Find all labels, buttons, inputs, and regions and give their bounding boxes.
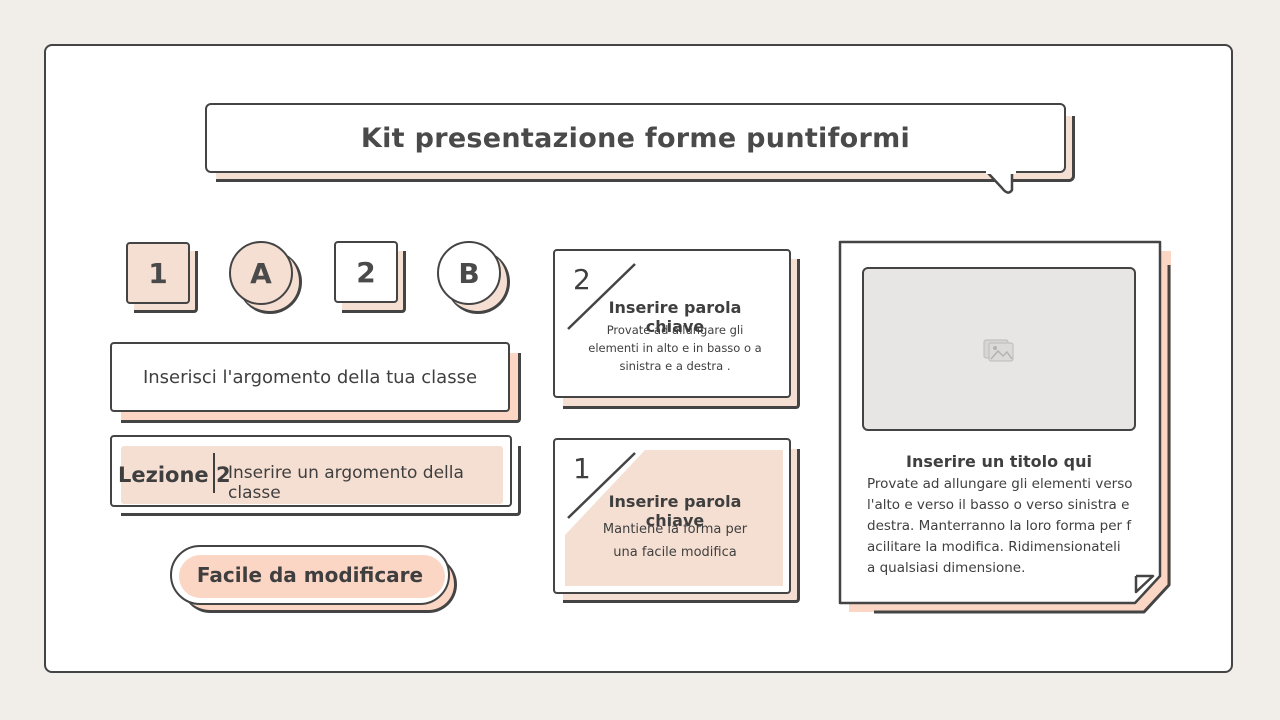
image-placeholder-icon: [983, 339, 1014, 362]
callout-tail: [986, 168, 1016, 194]
card-2-body: Provate ad allungare gli elementi in alt…: [588, 323, 762, 373]
easy-button-fill: [179, 555, 445, 598]
card-2-title: Inserire parola chiave: [608, 298, 742, 336]
lesson-label: Lezione 2: [118, 463, 231, 487]
easy-button-label: Facile da modificare: [196, 563, 424, 587]
badge-2[interactable]: 2: [334, 241, 398, 303]
title-shadow-outline: [216, 116, 1075, 182]
card-1[interactable]: 1 Inserire parola chiave Mantiene la for…: [553, 438, 791, 594]
easy-button[interactable]: Facile da modificare: [170, 545, 450, 605]
topic-field[interactable]: Inserisci l'argomento della tua classe: [110, 342, 510, 412]
lesson-field[interactable]: Lezione 2 Inserire un argomento della cl…: [110, 435, 512, 507]
badge-2-label: 2: [356, 255, 376, 289]
badge-a[interactable]: A: [229, 241, 293, 305]
picture-card-title: Inserire un titolo qui: [906, 452, 1092, 471]
page-title: Kit presentazione forme puntiformi: [360, 122, 911, 154]
badge-a-label: A: [250, 256, 272, 290]
card-1-fill: [565, 450, 783, 586]
title-callout[interactable]: Kit presentazione forme puntiformi: [205, 103, 1066, 173]
lesson-field-fill: [121, 446, 503, 504]
lesson-topic-input: Inserire un argomento della classe: [228, 463, 464, 503]
lesson-divider: [213, 453, 215, 493]
image-placeholder[interactable]: [862, 267, 1136, 431]
badge-1[interactable]: 1: [126, 242, 190, 304]
card-2[interactable]: 2 Inserire parola chiave Provate ad allu…: [553, 249, 791, 398]
topic-field-text: Inserisci l'argomento della tua classe: [142, 366, 478, 388]
card-1-number: 1: [573, 452, 591, 485]
card-1-title: Inserire parola chiave: [608, 492, 742, 530]
card-2-diagonal: [567, 263, 636, 330]
badge-b[interactable]: B: [437, 241, 501, 305]
card-1-diagonal: [567, 452, 636, 519]
badge-b-label: B: [458, 256, 480, 290]
picture-card-body: Provate ad allungare gli elementi verso …: [867, 476, 1133, 576]
card-1-body: Mantiene la forma per una facile modific…: [602, 522, 748, 560]
card-2-number: 2: [573, 263, 591, 296]
badge-1-label: 1: [148, 256, 168, 290]
